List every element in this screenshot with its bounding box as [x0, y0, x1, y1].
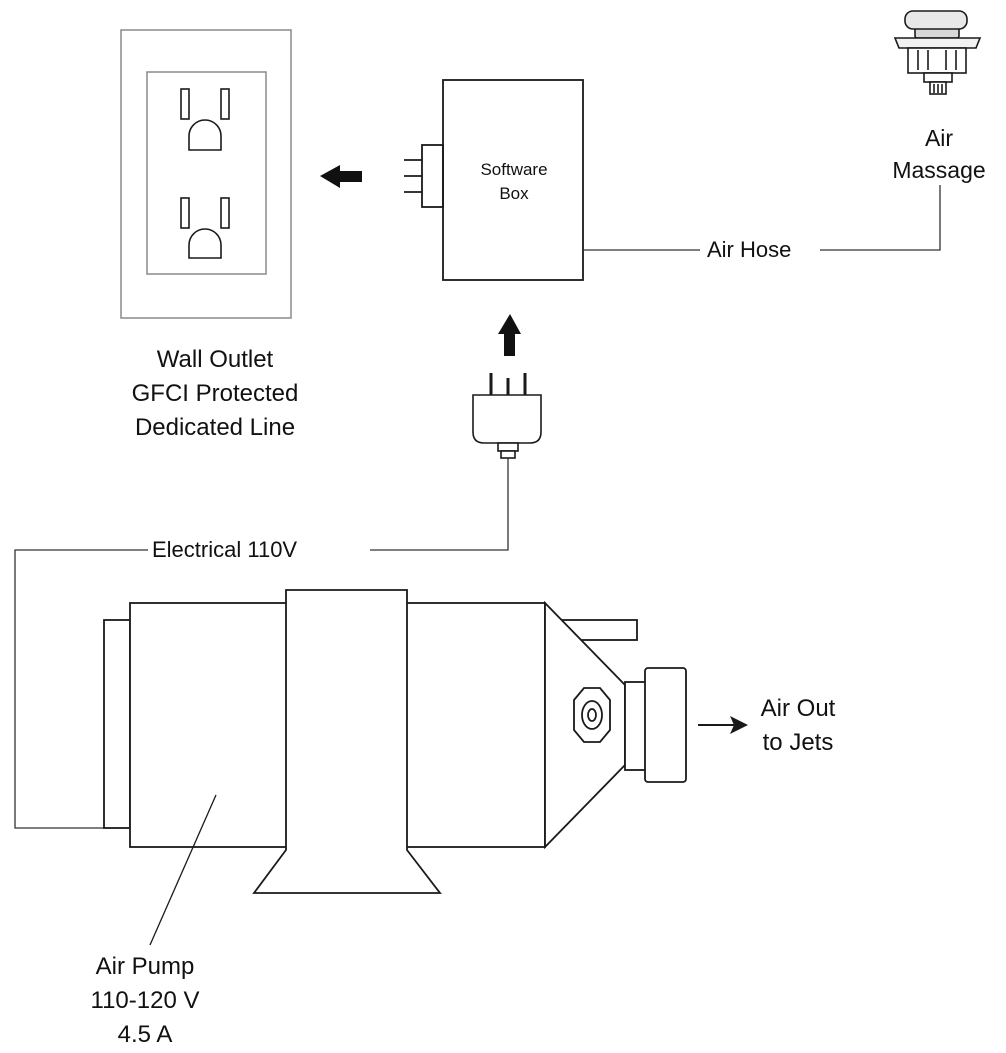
pump-mounting-bracket	[252, 589, 442, 894]
air-massage-label-line1: Air	[924, 125, 954, 151]
air-pump	[103, 589, 687, 946]
air-massage-button-icon	[893, 10, 982, 95]
air-pump-label: Air Pump 110-120 V 4.5 A	[60, 950, 230, 1052]
pump-end-cap	[103, 619, 131, 829]
air-pump-label-line3: 4.5 A	[117, 1021, 173, 1048]
arrow-up-to-software-box	[498, 314, 521, 356]
software-box-label: Software Box	[456, 158, 572, 206]
outlet-socket-upper	[180, 88, 230, 151]
arrow-left-to-outlet	[320, 165, 362, 188]
software-box	[404, 79, 584, 281]
software-box-label-line1: Software	[480, 160, 548, 179]
electrical-label: Electrical 110V	[148, 536, 302, 564]
wall-outlet-label: Wall Outlet GFCI Protected Dedicated Lin…	[90, 343, 340, 445]
wall-outlet	[120, 29, 292, 319]
air-hose-label: Air Hose	[703, 236, 796, 264]
air-out-label-line1: Air Out	[760, 695, 836, 722]
wall-outlet-label-line3: Dedicated Line	[134, 414, 296, 441]
wall-outlet-label-line2: GFCI Protected	[131, 380, 299, 407]
air-out-label: Air Out to Jets	[738, 692, 858, 760]
arrow-air-out	[698, 716, 748, 734]
outlet-socket-lower	[180, 197, 230, 259]
air-massage-label: Air Massage	[866, 122, 1006, 186]
air-pump-label-line2: 110-120 V	[90, 987, 200, 1014]
pump-outlet-collar	[624, 681, 648, 771]
software-box-label-line2: Box	[499, 184, 529, 203]
outlet-cover-plate	[120, 29, 292, 319]
pump-outlet-fitting	[644, 667, 687, 783]
pump-label-leader	[149, 794, 217, 946]
plug-icon	[472, 373, 542, 459]
air-pump-label-line1: Air Pump	[95, 953, 195, 980]
air-massage-label-line2: Massage	[892, 157, 986, 183]
air-out-label-line2: to Jets	[762, 729, 834, 756]
electrical-wire	[14, 458, 509, 829]
outlet-receptacle	[146, 71, 267, 275]
pump-hex-nut-icon	[573, 687, 611, 743]
air-hose-line	[583, 185, 941, 251]
software-box-connector	[421, 144, 444, 208]
wall-outlet-label-line1: Wall Outlet	[156, 346, 274, 373]
